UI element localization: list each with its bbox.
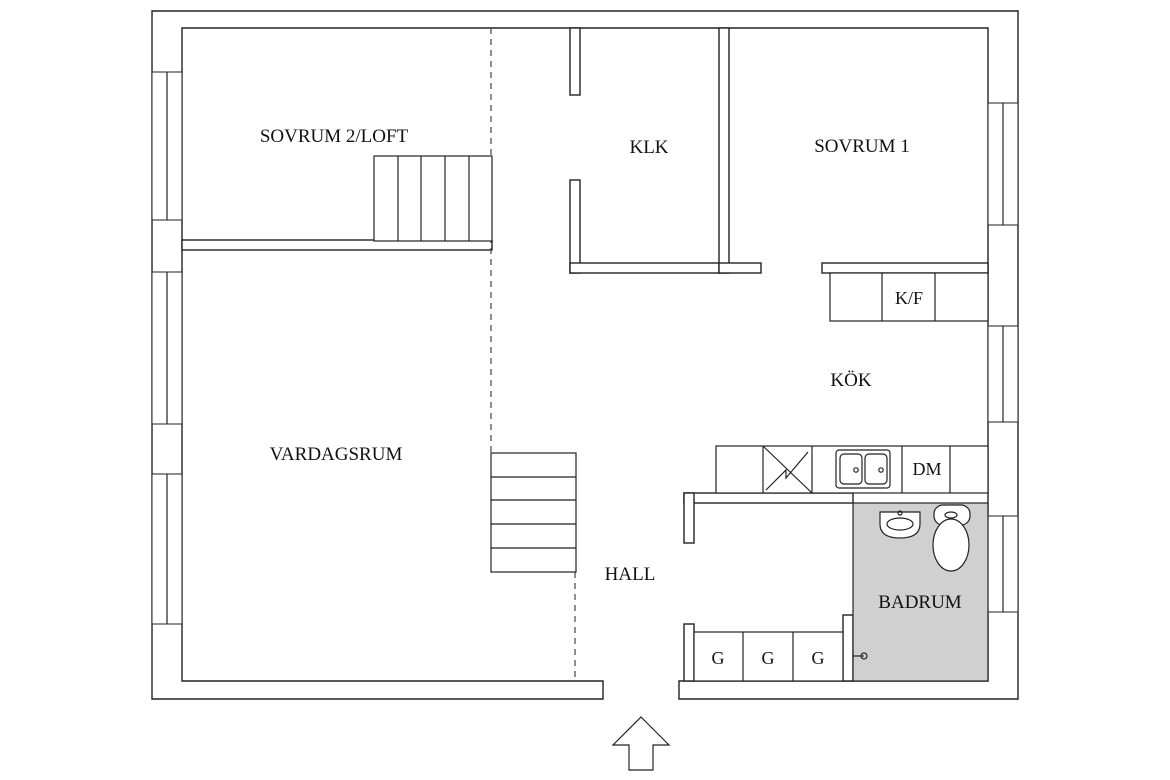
outer-wall: [151, 10, 1019, 700]
wardrobes: G G G: [693, 631, 844, 682]
windows-left: [151, 71, 183, 625]
room-label-badrum: BADRUM: [878, 592, 962, 613]
room-label-vardagsrum: VARDAGSRUM: [270, 444, 403, 465]
valve-icon: [853, 652, 868, 660]
toilet-icon: [932, 504, 971, 572]
dashed-guides: [490, 28, 576, 681]
room-label-sovrum1: SOVRUM 1: [814, 136, 910, 157]
bathroom: [852, 502, 989, 682]
dishwasher-label: DM: [912, 459, 941, 479]
sink-icon: [879, 510, 921, 539]
kitchen-sink-icon: [835, 449, 891, 489]
wardrobe-label: G: [812, 648, 825, 668]
stove-icon: [762, 445, 813, 494]
fridge-freezer-label: K/F: [895, 288, 923, 308]
loft-stairs: [373, 155, 493, 242]
room-label-hall: HALL: [605, 564, 656, 585]
kitchen-lower-counter: DM: [715, 445, 989, 494]
hall-stairs: [490, 452, 577, 573]
room-labels: SOVRUM 2/LOFT KLK SOVRUM 1 VARDAGSRUM KÖ…: [260, 126, 962, 613]
wardrobe-label: G: [712, 648, 725, 668]
room-label-klk: KLK: [629, 137, 668, 158]
interior-walls: [181, 27, 989, 682]
arrow-up-icon: [611, 716, 671, 771]
wardrobe-label: G: [762, 648, 775, 668]
room-label-sovrum2: SOVRUM 2/LOFT: [260, 126, 409, 147]
kitchen-upper-counter: K/F: [829, 272, 989, 322]
room-label-kok: KÖK: [830, 370, 871, 391]
windows-right: [987, 102, 1019, 613]
